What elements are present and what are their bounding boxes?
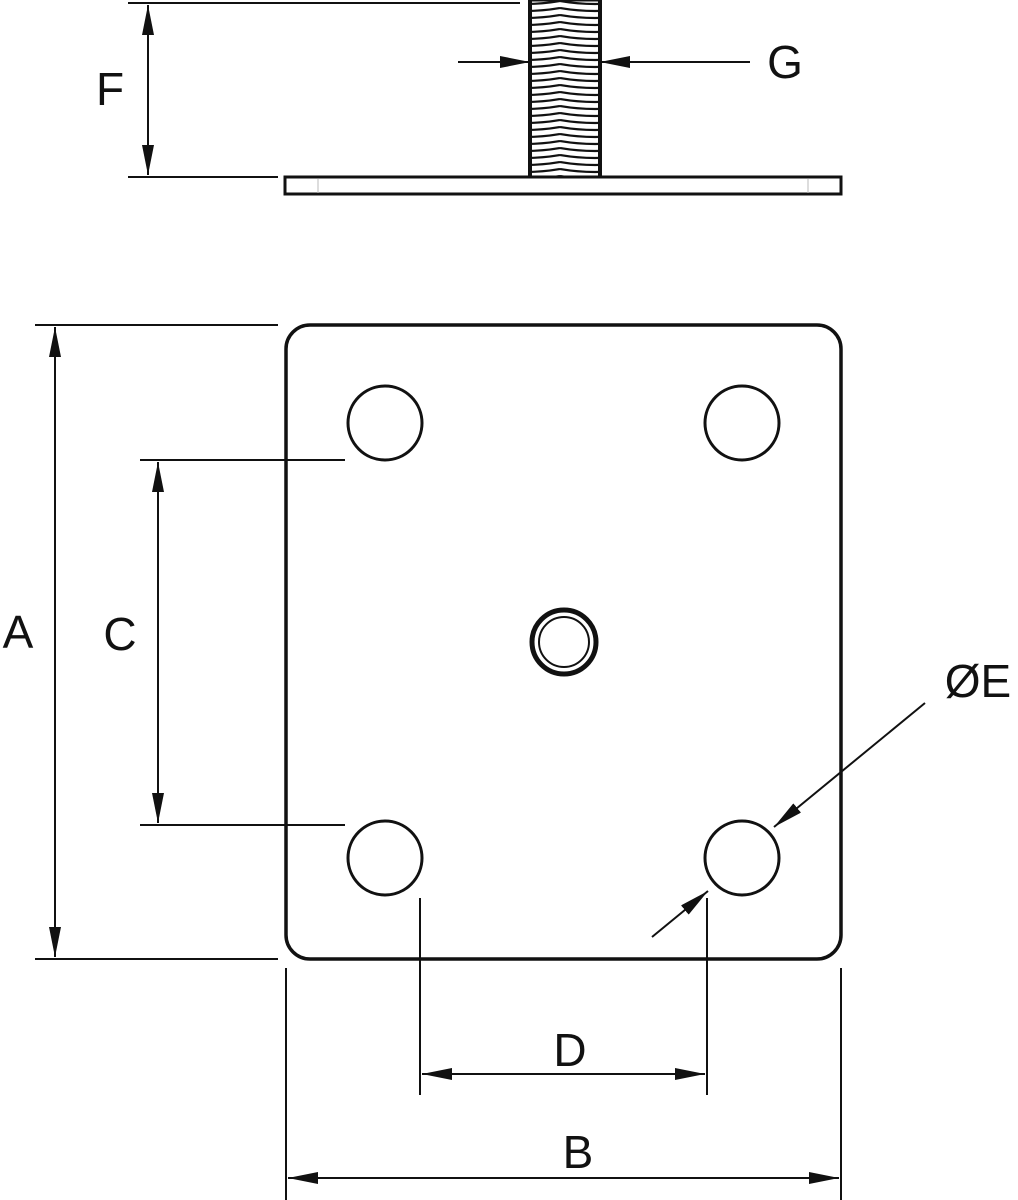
label-g: G	[767, 36, 803, 88]
mounting-hole-top-left	[346, 384, 424, 462]
dimension-f: F	[96, 2, 520, 178]
label-d: D	[553, 1024, 586, 1076]
dimension-e: ØE	[651, 655, 1011, 938]
mounting-hole-bottom-right	[703, 819, 781, 897]
dimension-c: C	[103, 459, 345, 826]
base-plate-side	[283, 175, 843, 196]
mounting-hole-top-right	[703, 384, 781, 462]
top-view: A C D B ØE	[3, 323, 1011, 1200]
dimension-a: A	[3, 324, 278, 960]
dimension-b: B	[285, 968, 842, 1200]
threaded-stud	[528, 0, 602, 179]
mounting-hole-bottom-left	[346, 819, 424, 897]
label-c: C	[103, 608, 136, 660]
side-view: F G	[96, 0, 843, 196]
dimension-g: G	[458, 36, 803, 88]
dimension-d: D	[419, 898, 708, 1095]
label-e: ØE	[945, 655, 1011, 707]
label-a: A	[3, 606, 34, 658]
center-stud-hole	[529, 607, 599, 677]
label-f: F	[96, 63, 124, 115]
label-b: B	[563, 1126, 594, 1178]
